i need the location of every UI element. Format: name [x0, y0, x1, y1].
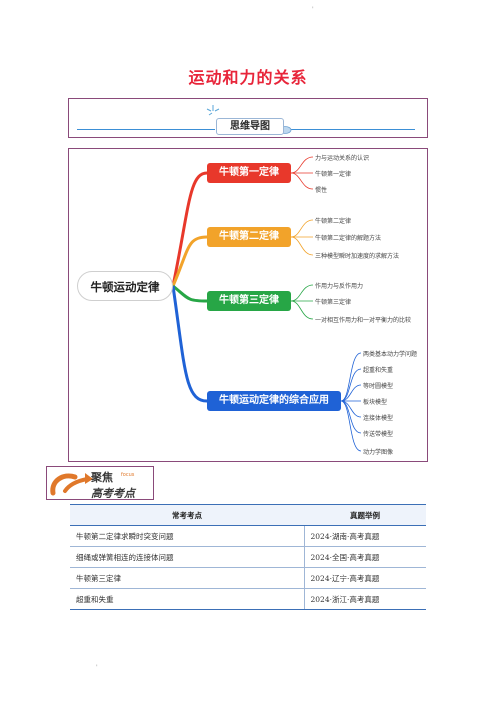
table-row: 牛顿第二定律求瞬时突变问题 2024·湖南·高考真题 — [70, 525, 426, 547]
table-cell: 2024·辽宁·高考真题 — [303, 567, 426, 589]
branch-newton-third-law: 牛顿第三定律 — [207, 291, 291, 311]
leaf-item: 传送带模型 — [363, 431, 394, 438]
leaf-item: 牛顿第一定律 — [315, 171, 352, 178]
focus-title-line1: 聚焦 — [91, 471, 113, 484]
table-row: 细绳或弹簧相连的连接体问题 2024·全国·高考真题 — [70, 546, 426, 568]
leaf-item: 惯性 — [315, 187, 328, 194]
leaf-item: 板块模型 — [363, 399, 388, 406]
page-mark-top: ' — [312, 6, 314, 13]
leaf-item: 作用力与反作用力 — [315, 283, 364, 290]
branch-newton-first-law: 牛顿第一定律 — [207, 163, 291, 183]
table-header-row: 常考考点 真题举例 — [70, 504, 426, 526]
mindmap-header-box: 思维导图 — [68, 98, 428, 138]
leaf-item: 两类基本动力学问题 — [363, 351, 418, 358]
mindmap: 牛顿运动定律 牛顿第一定律 牛顿第二定律 牛顿第三定律 牛顿运动定律的综合应用 … — [68, 148, 428, 462]
header-line-left — [77, 129, 215, 130]
table-cell: 2024·湖南·高考真题 — [303, 525, 426, 547]
table-cell: 2024·全国·高考真题 — [303, 546, 426, 568]
table-row: 牛顿第三定律 2024·辽宁·高考真题 — [70, 567, 426, 589]
mindmap-connectors — [171, 156, 362, 452]
table-cell: 细绳或弹簧相连的连接体问题 — [70, 546, 304, 568]
branch-newton-second-law: 牛顿第二定律 — [207, 227, 291, 247]
leaf-item: 牛顿第二定律的解题方法 — [315, 235, 382, 242]
focus-tag: focus — [121, 472, 135, 478]
leaf-item: 牛顿第三定律 — [315, 299, 352, 306]
table-cell: 牛顿第三定律 — [70, 567, 304, 589]
page-title: 运动和力的关系 — [188, 68, 308, 87]
mindmap-root: 牛顿运动定律 — [77, 271, 173, 301]
swoosh-arrow-icon — [50, 473, 93, 496]
focus-banner: 聚焦 focus 高考考点 — [46, 466, 154, 500]
table-cell: 超重和失重 — [70, 588, 304, 610]
exam-points-table: 常考考点 真题举例 牛顿第二定律求瞬时突变问题 2024·湖南·高考真题 细绳或… — [70, 504, 426, 610]
table-cell: 牛顿第二定律求瞬时突变问题 — [70, 525, 304, 547]
mindmap-header-label: 思维导图 — [216, 118, 284, 135]
table-header: 真题举例 — [304, 504, 426, 526]
table-cell: 2024·浙江·高考真题 — [303, 588, 426, 610]
leaf-item: 超重和失重 — [363, 367, 394, 374]
leaf-item: 等时圆模型 — [363, 383, 394, 390]
leaf-item: 牛顿第二定律 — [315, 218, 352, 225]
leaf-item: 力与运动关系的认识 — [315, 155, 370, 162]
page-mark-bottom: ' — [96, 664, 98, 671]
leaf-item: 一对相互作用力和一对平衡力的比较 — [315, 317, 412, 324]
header-line-right — [283, 129, 415, 130]
leaf-item: 连接体模型 — [363, 415, 394, 422]
branch-comprehensive-application: 牛顿运动定律的综合应用 — [207, 391, 341, 411]
leaf-item: 三种模型瞬时加速度的求解方法 — [315, 253, 400, 260]
leaf-item: 动力学图像 — [363, 449, 394, 456]
focus-title-line2: 高考考点 — [91, 487, 135, 500]
table-header: 常考考点 — [70, 504, 304, 526]
table-row: 超重和失重 2024·浙江·高考真题 — [70, 588, 426, 610]
